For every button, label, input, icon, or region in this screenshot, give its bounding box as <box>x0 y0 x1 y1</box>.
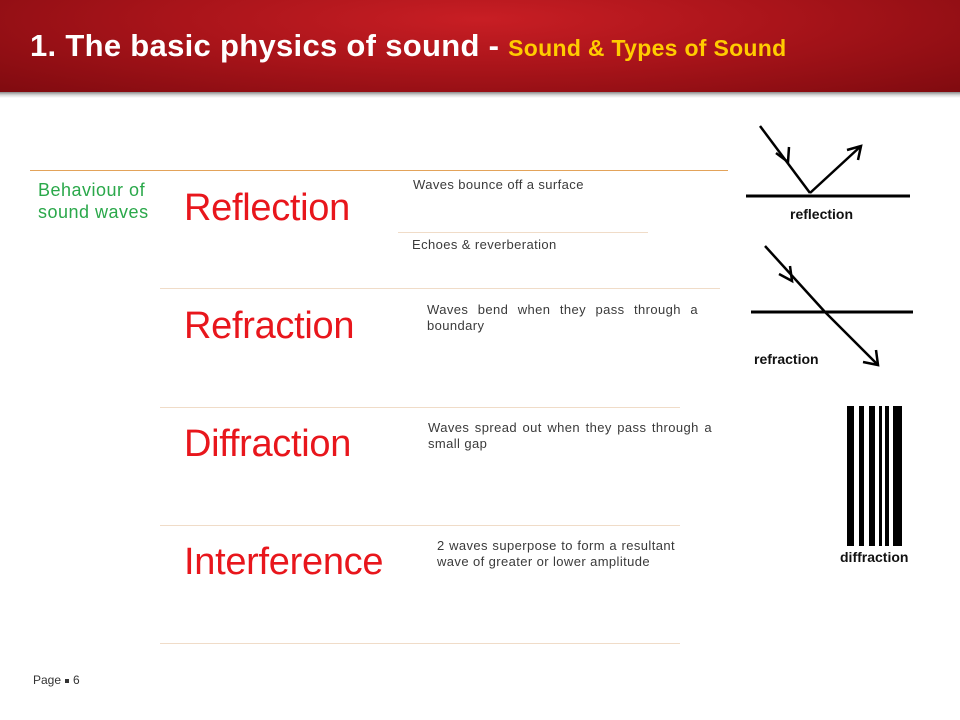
reflected-arrow-icon <box>846 144 863 161</box>
diffraction-diagram-label: diffraction <box>840 549 908 565</box>
reflection-diagram: reflection <box>746 125 910 222</box>
title-main: 1. The basic physics of sound - <box>30 28 509 63</box>
diffraction-bar-4 <box>879 406 882 546</box>
term-interference: Interference <box>184 541 384 583</box>
diffraction-bar-2 <box>859 406 864 546</box>
page-footer: Page 6 <box>33 673 80 687</box>
category-label: Behaviour of sound waves <box>38 180 149 222</box>
diffraction-bar-3 <box>869 406 875 546</box>
row-divider-3 <box>160 525 680 526</box>
title-bar: 1. The basic physics of sound - Sound & … <box>0 0 960 96</box>
page-number: 6 <box>73 673 80 687</box>
title-bar-shadow <box>0 92 960 98</box>
incident-arrow-icon <box>775 146 791 165</box>
desc-interference: 2 waves superpose to form a resultant wa… <box>437 538 675 569</box>
page-label: Page <box>33 673 62 687</box>
row-divider-2 <box>160 407 680 408</box>
refraction-diagram-label: refraction <box>754 351 819 367</box>
incident-ray <box>764 245 826 313</box>
reflection-diagram-label: reflection <box>790 206 853 222</box>
term-reflection: Reflection <box>184 187 350 229</box>
diffraction-diagram: diffraction <box>840 406 908 565</box>
reflection-divider <box>398 232 648 233</box>
bullet-square-icon <box>65 678 70 683</box>
desc-refraction: Waves bend when they pass through a boun… <box>427 302 698 333</box>
refracted-ray <box>824 311 879 366</box>
reflected-ray <box>809 145 862 194</box>
desc-diffraction: Waves spread out when they pass through … <box>428 420 712 451</box>
row-divider-1 <box>160 288 720 289</box>
term-diffraction: Diffraction <box>184 423 352 465</box>
diffraction-bar-6 <box>893 406 902 546</box>
refracted-arrow-icon <box>862 349 880 367</box>
diffraction-bar-5 <box>885 406 889 546</box>
refraction-diagram: refraction <box>751 245 913 367</box>
title-subtitle: Sound & Types of Sound <box>508 35 787 61</box>
table-bottom-rule <box>160 643 680 644</box>
incident-arrow-icon <box>778 265 794 284</box>
desc-reflection-1: Waves bounce off a surface <box>413 177 584 192</box>
term-refraction: Refraction <box>184 305 355 347</box>
desc-reflection-2: Echoes & reverberation <box>412 237 557 252</box>
slide-title: 1. The basic physics of sound - Sound & … <box>30 28 786 64</box>
table-top-rule <box>30 170 728 171</box>
diffraction-bar-1 <box>847 406 854 546</box>
